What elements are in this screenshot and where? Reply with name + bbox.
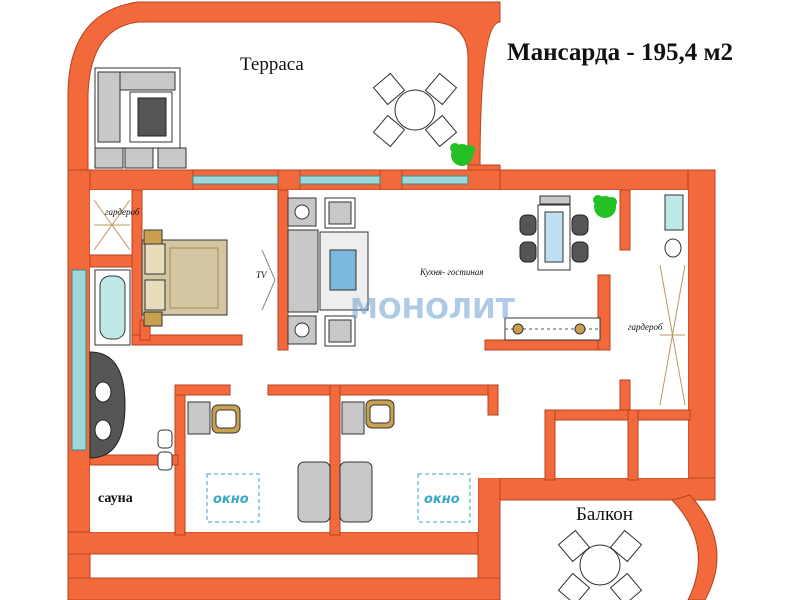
double-sink-icon: [89, 351, 126, 459]
window-markers: [206, 473, 471, 523]
left-closet: [93, 199, 131, 251]
dining-table-set: [519, 195, 589, 271]
kitchen-living-label: Кухня- гостиная: [419, 267, 484, 277]
left-closet-label: гардероб: [105, 207, 140, 217]
bedroom-tv-icon: [261, 249, 276, 311]
interior-walls: [89, 189, 691, 536]
kitchen-counter: [504, 317, 601, 341]
bed-icon: [141, 229, 228, 327]
terrace-dining-set: [372, 72, 458, 148]
right-bathroom: [664, 194, 684, 258]
right-study-desk: [341, 399, 395, 435]
living-plant-icon: [593, 195, 617, 218]
terrace-plant-icon: [450, 143, 475, 166]
sauna-label: сауна: [98, 491, 133, 506]
right-closet: [659, 264, 686, 406]
windows: [71, 175, 469, 451]
bedroom-tv-label: TV: [256, 270, 268, 280]
living-room-set: [287, 197, 369, 347]
watermark: МОНОЛИТ: [350, 292, 515, 325]
left-study-desk: [187, 401, 241, 435]
terrace-lounge-set: [94, 67, 187, 169]
right-closet-label: гардероб: [628, 322, 663, 332]
armchairs: [297, 461, 373, 523]
bathtub-icon: [94, 269, 131, 346]
right-window-label: окно: [424, 492, 460, 507]
plan-title: Мансарда - 195,4 м2: [507, 39, 733, 66]
balcony-label: Балкон: [576, 504, 633, 525]
terrace-label: Терраса: [240, 54, 304, 75]
toilet-icon: [157, 429, 173, 471]
balcony-dining-set: [557, 529, 643, 600]
left-window-label: окно: [213, 492, 249, 507]
